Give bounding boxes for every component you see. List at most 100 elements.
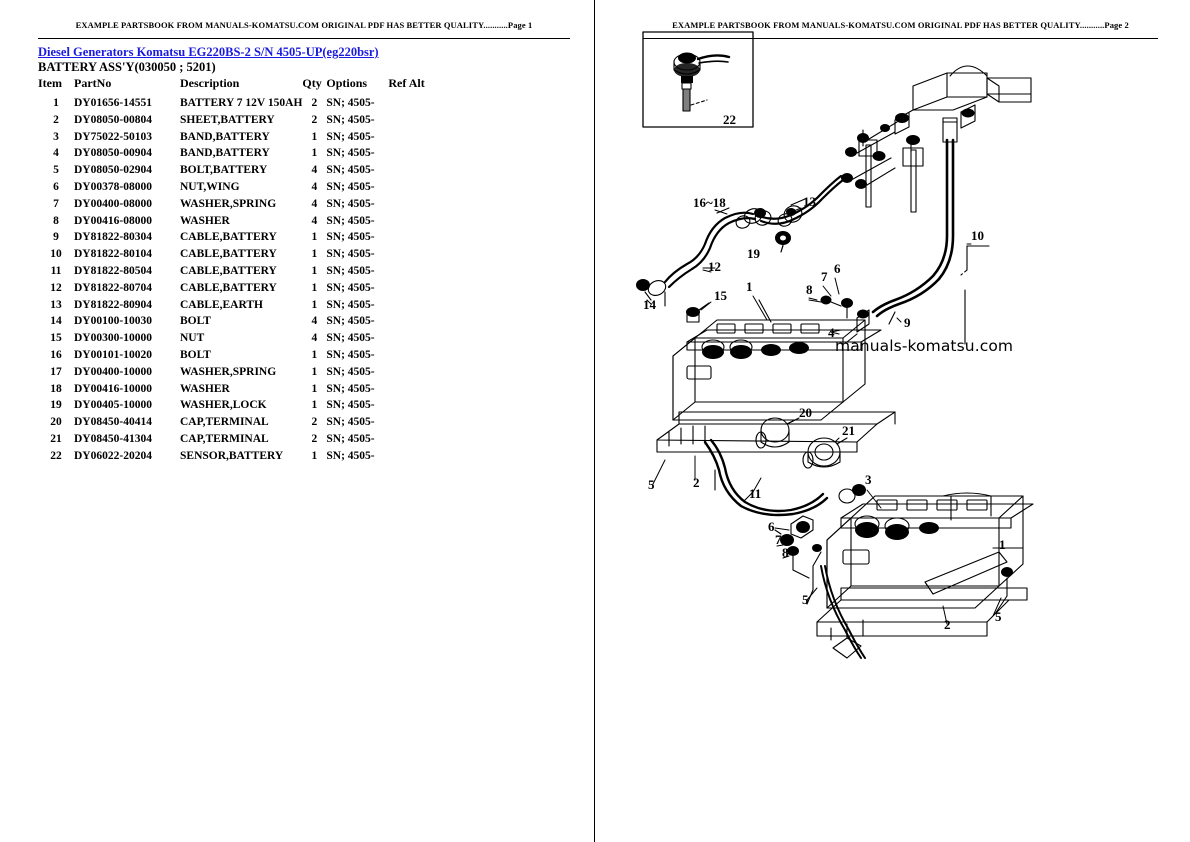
cell-item: 7 xyxy=(53,197,59,210)
cell-options: SN; 4505- xyxy=(326,164,375,177)
cell-qty: 1 xyxy=(311,399,318,412)
cell-refalt xyxy=(388,95,432,112)
cell-description: NUT,WING xyxy=(180,180,240,193)
cell-refalt xyxy=(388,330,432,347)
cell-item: 14 xyxy=(50,315,62,328)
cell-partno: DY00101-10020 xyxy=(74,348,152,361)
cell-partno: DY01656-14551 xyxy=(74,97,152,109)
column-header-partno: PartNo xyxy=(74,76,112,90)
cell-refalt xyxy=(388,145,432,162)
column-header-description: Description xyxy=(180,76,240,90)
cell-partno: DY00100-10030 xyxy=(74,315,152,328)
column-header-options: Options xyxy=(326,76,368,90)
upper-bracket-assembly xyxy=(841,65,1032,213)
cell-refalt xyxy=(388,280,432,297)
column-header-qty: Qty xyxy=(302,76,322,90)
cell-partno: DY08450-41304 xyxy=(74,432,152,445)
cell-item: 1 xyxy=(53,97,59,109)
cell-refalt xyxy=(388,414,432,431)
diagram-callout-6: 6 xyxy=(768,519,775,534)
cell-description: BOLT xyxy=(180,348,211,361)
diagram-callout-8: 8 xyxy=(806,282,813,297)
diagram-callout-2: 2 xyxy=(944,617,951,632)
cell-item: 10 xyxy=(50,248,62,261)
lower-battery-assembly xyxy=(774,492,1034,659)
cell-refalt xyxy=(388,179,432,196)
cell-partno: DY00378-08000 xyxy=(74,180,152,193)
cell-item: 19 xyxy=(50,399,62,412)
cell-qty: 1 xyxy=(311,348,318,361)
cell-qty: 4 xyxy=(311,315,318,328)
cell-qty: 2 xyxy=(311,97,318,109)
cell-refalt xyxy=(388,162,432,179)
diagram-callout-5: 5 xyxy=(995,609,1002,624)
cell-refalt xyxy=(388,129,432,146)
cell-partno: DY06022-20204 xyxy=(74,449,152,462)
long-battery-cable xyxy=(871,117,990,345)
diagram-callout-19: 19 xyxy=(747,246,761,261)
cell-refalt xyxy=(388,448,432,465)
diagram-callout-5: 5 xyxy=(802,592,809,607)
diagram-callout-13: 13 xyxy=(803,194,817,209)
cell-qty: 4 xyxy=(311,180,318,193)
table-row: 1 DY01656-14551 BATTERY 7 12V 150AH 2 SN; 45… xyxy=(38,95,432,112)
column-header-refalt: Ref Alt xyxy=(388,76,425,90)
cell-partno: DY00416-10000 xyxy=(74,382,152,395)
cell-options: SN; 4505- xyxy=(326,214,375,227)
document-title-link[interactable]: Diesel Generators Komatsu EG220BS-2 S/N … xyxy=(38,45,379,59)
cell-partno: DY81822-80504 xyxy=(74,264,152,277)
cell-options: SN; 4505- xyxy=(326,315,375,328)
cell-refalt xyxy=(388,381,432,398)
diagram-callout-15: 15 xyxy=(714,288,728,303)
cell-options: SN; 4505- xyxy=(326,264,375,277)
cell-partno: DY00405-10000 xyxy=(74,399,152,412)
cell-item: 17 xyxy=(50,365,62,378)
cell-options: SN; 4505- xyxy=(326,432,375,445)
cell-options: SN; 4505- xyxy=(326,130,375,143)
cell-options: SN; 4505- xyxy=(326,298,375,311)
cell-partno: DY00400-10000 xyxy=(74,365,152,378)
diagram-callout-2: 2 xyxy=(693,475,700,490)
cell-partno: DY81822-80904 xyxy=(74,298,152,311)
cell-description: CABLE,BATTERY xyxy=(180,248,277,261)
cell-refalt xyxy=(388,347,432,364)
cell-qty: 4 xyxy=(311,197,318,210)
diagram-callout-14: 14 xyxy=(643,297,657,312)
left-page-header-text: EXAMPLE PARTSBOOK FROM MANUALS-KOMATSU.C… xyxy=(75,20,533,30)
cell-options: SN; 4505- xyxy=(326,147,375,160)
cell-item: 11 xyxy=(50,264,62,277)
diagram-callout-9: 9 xyxy=(904,315,911,330)
cell-options: SN; 4505- xyxy=(326,332,375,345)
cell-qty: 2 xyxy=(311,113,318,126)
diagram-callout-5: 5 xyxy=(648,477,655,492)
battery-cable-loops xyxy=(636,174,845,323)
cell-qty: 1 xyxy=(311,298,318,311)
cell-description: SENSOR,BATTERY xyxy=(180,449,284,462)
diagram-callout-7: 7 xyxy=(821,269,828,284)
cell-options: SN; 4505- xyxy=(326,365,375,378)
cell-refalt xyxy=(388,263,432,280)
diagram-callout-11: 11 xyxy=(749,486,761,501)
right-page: EXAMPLE PARTSBOOK FROM MANUALS-KOMATSU.C… xyxy=(595,0,1190,842)
cell-partno: DY08050-00904 xyxy=(74,147,152,160)
left-page-header: EXAMPLE PARTSBOOK FROM MANUALS-KOMATSU.C… xyxy=(38,20,570,39)
cell-qty: 4 xyxy=(311,164,318,177)
diagram-callout-12: 12 xyxy=(708,259,721,274)
diagram-callout-7: 7 xyxy=(775,532,782,547)
cell-options: SN; 4505- xyxy=(326,97,375,109)
cell-qty: 2 xyxy=(311,416,318,429)
detail-inset-box xyxy=(642,31,754,128)
diagram-callout-1: 1 xyxy=(746,279,753,294)
cell-description: BATTERY 7 12V 150AH xyxy=(180,97,303,109)
